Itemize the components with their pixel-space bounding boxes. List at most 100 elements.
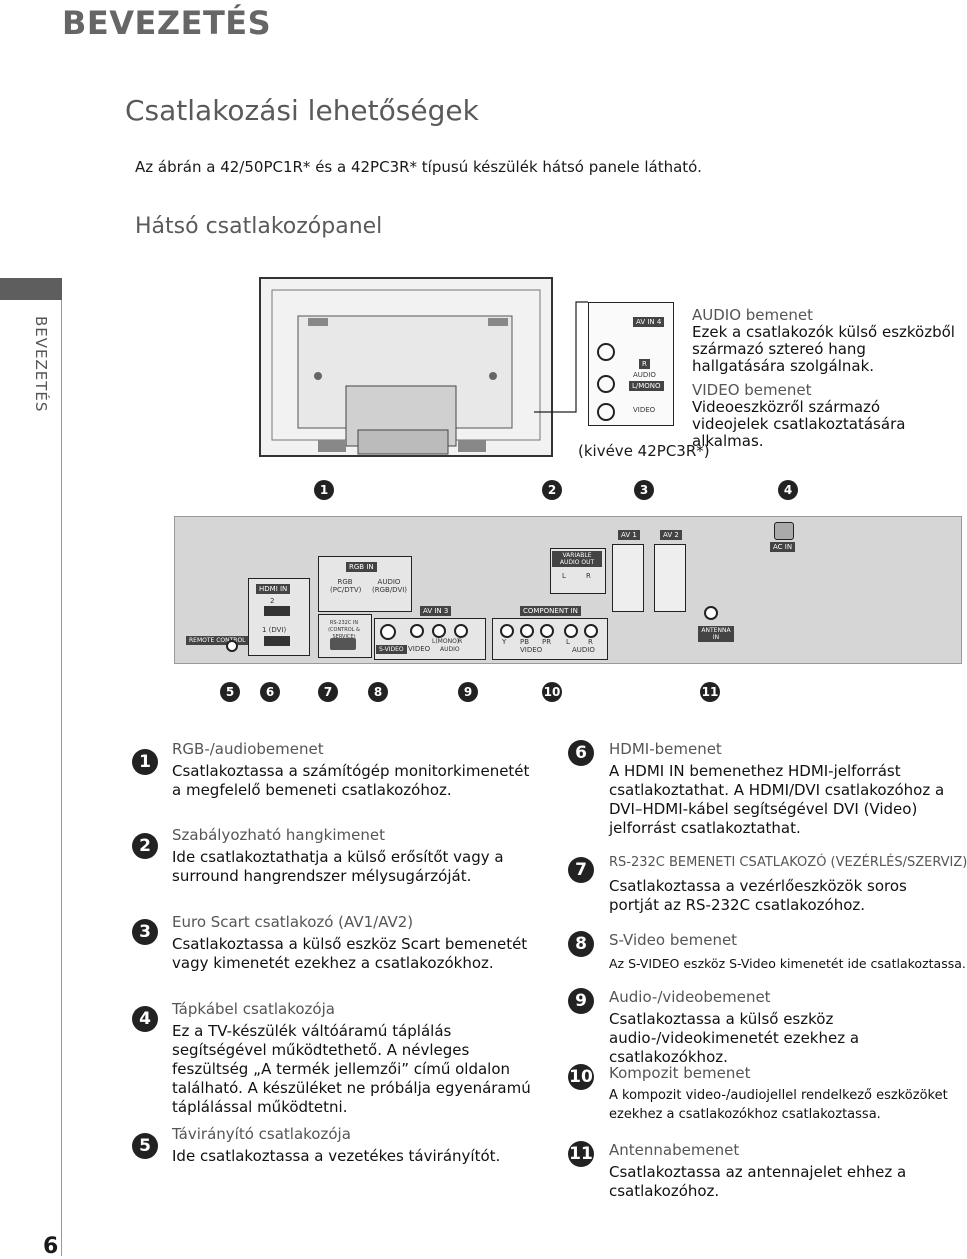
except-note: (kivéve 42PC3R*) — [578, 442, 710, 460]
component-l-jack-icon[interactable] — [564, 624, 578, 638]
item-title-5: Távirányító csatlakozója — [172, 1125, 351, 1143]
comp-pr-label: PR — [542, 638, 552, 646]
callout-2: 2 — [542, 480, 562, 500]
component-label: COMPONENT IN — [520, 606, 581, 616]
jack-lmono-label: L/MONO — [629, 381, 664, 391]
comp-r-label: R — [588, 638, 593, 646]
side-av-panel: AV IN 4 R AUDIO L/MONO VIDEO — [588, 302, 674, 426]
item-title-7: RS-232C BEMENETI CSATLAKOZÓ (VEZÉRLÉS/SZ… — [609, 855, 967, 870]
audio-r-jack-icon[interactable] — [597, 343, 615, 361]
component-y-jack-icon[interactable] — [500, 624, 514, 638]
comp-audio-label: AUDIO — [572, 646, 595, 654]
comp-video-label: VIDEO — [520, 646, 543, 654]
hdmi-in-label: HDMI IN — [256, 584, 291, 594]
item-number-6: 6 — [568, 740, 594, 766]
hdmi-2-label: 2 — [270, 597, 275, 605]
callout-8: 8 — [368, 682, 388, 702]
page-number: 6 — [43, 1234, 59, 1259]
ac-in-socket-icon[interactable] — [774, 522, 794, 540]
callout-7: 7 — [318, 682, 338, 702]
av3-r-label: R — [458, 638, 463, 645]
callout-5: 5 — [220, 682, 240, 702]
rs232-label: RS-232C IN (CONTROL & SERVICE) — [328, 620, 360, 640]
component-pb-jack-icon[interactable] — [520, 624, 534, 638]
var-l-label: L — [562, 572, 566, 580]
hdmi-1-label: 1 (DVI) — [262, 626, 287, 634]
item-title-6: HDMI-bemenet — [609, 740, 722, 758]
item-number-3: 3 — [132, 919, 158, 945]
hdmi-1-port-icon[interactable] — [264, 636, 290, 646]
item-title-8: S-Video bemenet — [609, 931, 738, 949]
hdmi-2-port-icon[interactable] — [264, 606, 290, 616]
jack-video-label: VIDEO — [633, 406, 656, 414]
side-tab-bar — [0, 278, 62, 300]
item-title-9: Audio-/videobemenet — [609, 988, 771, 1006]
item-number-1: 1 — [132, 749, 158, 775]
item-number-9: 9 — [568, 988, 594, 1014]
item-title-2: Szabályozható hangkimenet — [172, 826, 385, 844]
callout-6: 6 — [260, 682, 280, 702]
comp-pb-label: PB — [520, 638, 530, 646]
av-in3-label: AV IN 3 — [420, 606, 452, 616]
av2-label: AV 2 — [660, 530, 682, 540]
component-pr-jack-icon[interactable] — [540, 624, 554, 638]
callout-10: 10 — [542, 682, 562, 702]
antenna-jack-icon[interactable] — [704, 606, 718, 620]
item-title-3: Euro Scart csatlakozó (AV1/AV2) — [172, 913, 414, 931]
item-title-10: Kompozit bemenet — [609, 1064, 751, 1082]
antenna-label: ANTENNA IN — [698, 626, 734, 642]
item-body-8: Az S-VIDEO eszköz S-Video kimenetét ide … — [609, 956, 966, 971]
audio-input-text: Ezek a csatlakozók külső eszközből szárm… — [692, 323, 955, 375]
svideo-jack-icon[interactable] — [380, 624, 396, 640]
scart-av2-icon[interactable] — [654, 544, 686, 612]
audio-input-title: AUDIO bemenet — [692, 306, 813, 324]
margin-rule — [61, 300, 62, 1256]
item-number-4: 4 — [132, 1006, 158, 1032]
jack-r-label: R — [639, 359, 650, 369]
av3-video-label: VIDEO — [408, 645, 431, 653]
remote-label: REMOTE CONTROL IN — [186, 636, 257, 645]
item-body-1: Csatlakoztassa a számítógép monitorkimen… — [172, 762, 530, 799]
subheading: Hátsó csatlakozópanel — [135, 214, 383, 239]
callout-4: 4 — [778, 480, 798, 500]
side-panel-desc: AUDIO bemenet Ezek a csatlakozók külső e… — [692, 306, 958, 450]
item-body-3: Csatlakoztassa a külső eszköz Scart beme… — [172, 935, 528, 972]
rs232-box — [318, 614, 372, 658]
rs232-port-icon[interactable] — [330, 638, 356, 650]
intro-text: Az ábrán a 42/50PC1R* és a 42PC3R* típus… — [135, 158, 702, 176]
item-number-10: 10 — [568, 1064, 594, 1090]
section-title: Csatlakozási lehetőségek — [125, 94, 479, 127]
side-label: BEVEZETÉS — [32, 316, 50, 413]
item-body-2: Ide csatlakoztathatja a külső erősítőt v… — [172, 848, 504, 885]
var-r-label: R — [586, 572, 591, 580]
item-number-2: 2 — [132, 833, 158, 859]
item-number-8: 8 — [568, 931, 594, 957]
item-title-1: RGB-/audiobemenet — [172, 740, 324, 758]
av1-label: AV 1 — [618, 530, 640, 540]
av3-audio-label: AUDIO — [440, 646, 460, 653]
header-title: BEVEZETÉS — [62, 4, 272, 42]
callout-11: 11 — [700, 682, 720, 702]
rgb-pc-label: RGB (PC/DTV) — [330, 578, 362, 594]
item-body-7: Csatlakoztassa a vezérlőeszközök soros p… — [609, 877, 907, 914]
audio-rgb-label: AUDIO (RGB/DVI) — [372, 578, 408, 594]
video-jack-icon[interactable] — [597, 403, 615, 421]
av3-r-jack-icon[interactable] — [454, 624, 468, 638]
side-panel-leader — [534, 301, 588, 413]
item-number-11: 11 — [568, 1141, 594, 1167]
ac-in-label: AC IN — [770, 542, 796, 552]
av3-video-jack-icon[interactable] — [410, 624, 424, 638]
audio-l-jack-icon[interactable] — [597, 375, 615, 393]
callout-9: 9 — [458, 682, 478, 702]
scart-av1-icon[interactable] — [612, 544, 644, 612]
item-title-4: Tápkábel csatlakozója — [172, 1000, 335, 1018]
item-number-5: 5 — [132, 1133, 158, 1159]
av3-l-jack-icon[interactable] — [432, 624, 446, 638]
svideo-label: S-VIDEO — [376, 645, 407, 654]
remote-jack-icon[interactable] — [226, 640, 238, 652]
component-r-jack-icon[interactable] — [584, 624, 598, 638]
video-input-text: Videoeszközről származó videojelek csatl… — [692, 398, 906, 450]
item-body-4: Ez a TV-készülék váltóáramú táplálás seg… — [172, 1022, 531, 1116]
item-body-5: Ide csatlakoztassa a vezetékes távirányí… — [172, 1147, 501, 1165]
av3-lmono-label: L(MONO) — [432, 638, 460, 645]
